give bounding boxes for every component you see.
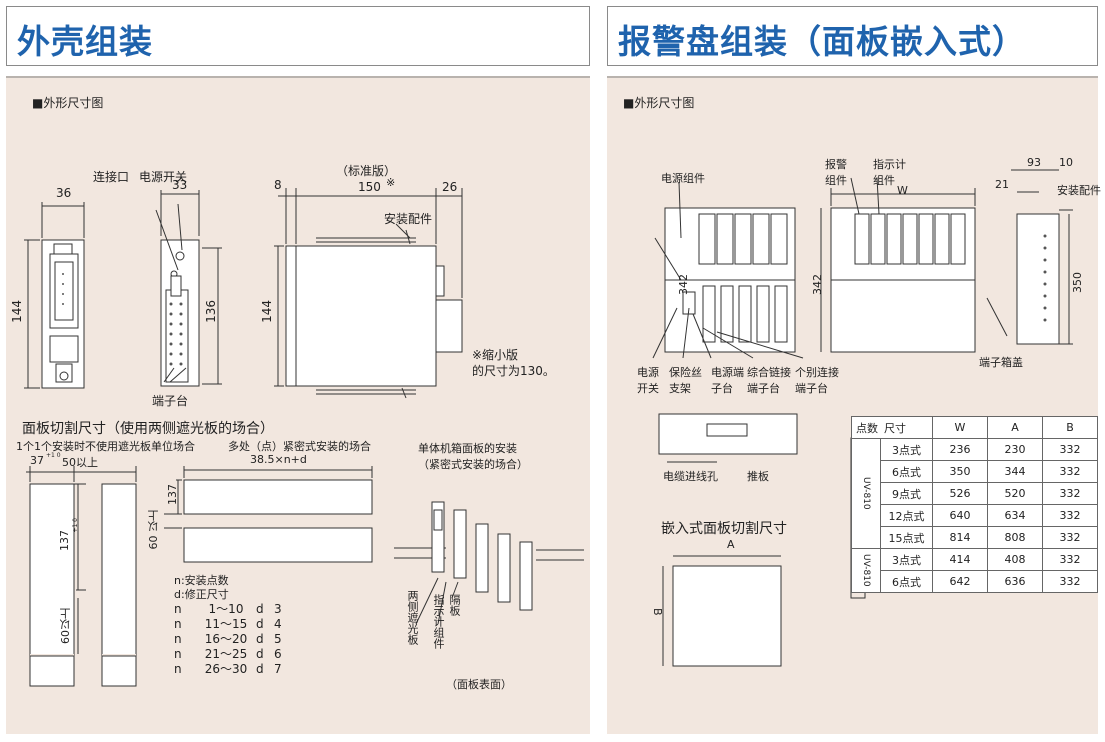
dim-60b: 60 以上 [147,510,160,550]
dim-93: 93 [1027,156,1041,169]
left-body: ■外形尺寸图 [6,76,590,734]
left-section-title: ■外形尺寸图 [32,96,104,110]
dim-60: 60以上 [59,608,72,644]
cable-hole-label: 电缆进线孔 [663,470,718,483]
dim-37: 37 [30,454,44,467]
right-panel: 报警盘组装（面板嵌入式） ■外形尺寸图 [607,6,1101,734]
dim-50: 50以上 [62,456,98,469]
indicator-unit-r-label: 指示计组件 [873,158,906,187]
panel-surface-label: （面板表面） [446,678,512,691]
left-panel: 外壳组装 ■外形尺寸图 [6,6,590,734]
fuse-holder-label: 保险丝支架 [669,366,702,395]
dim-137: 137 [58,530,71,551]
cut-A: A [727,538,735,551]
term-cover-label: 端子箱盖 [979,356,1023,369]
group-uv810-b: UV-810 [851,548,881,593]
dim-136: 136 [204,300,218,323]
right-title: 报警盘组装（面板嵌入式） [618,22,1026,61]
spec-header-row: 点数尺寸 W A B [851,416,1098,439]
mount-label: 安装配件 [1057,184,1101,197]
spec-header-A: A [987,416,1043,439]
indicator-unit-label: 指示计组件 [432,594,445,649]
power-switch-label: 电源开关 [139,170,188,184]
dim-36: 36 [56,186,72,200]
group-uv810-a: UV-810 [851,438,881,549]
dim-W: W [897,184,908,197]
push-plate-label: 推板 [747,470,769,483]
dim-342-a: 342 [677,274,690,295]
cutout-r-title: 嵌入式面板切割尺寸 [661,521,787,537]
cut-B: B [651,608,664,616]
comb-term-label: 综合链接端子台 [747,366,791,395]
right-section-title: ■外形尺寸图 [623,96,695,110]
ind-term-label: 个别连接端子台 [795,366,839,395]
note-line2: 的尺寸为130。 [472,364,555,378]
partition-label: 隔板 [448,594,461,616]
right-drawing [652,169,1073,667]
dim-21: 21 [995,178,1009,191]
legend-d: d:修正尺寸 [174,588,229,601]
cutout-sub2: 多处（点）紧密式安装的场合 [228,440,371,453]
spec-header-W: W [932,416,988,439]
legend-n: n:安装点数 [174,574,229,587]
dim-144-side: 144 [260,300,274,323]
dim-385: 38.5×n+d [250,453,307,466]
standard-label: （标准版） [336,164,397,178]
terminal-block-label: 端子台 [152,394,189,408]
left-header: 外壳组装 [6,6,590,66]
dim-37-tol: +1 0 [46,452,61,459]
cutout-sub1: 1个1个安装时不使用遮光板单位场合 [16,440,195,453]
dim-10: 10 [1059,156,1073,169]
dim-137-tol: +1 0 [72,518,79,533]
dim-150: 150 [358,180,381,194]
power-term-label: 电源端子台 [711,366,744,395]
dim-144-front: 144 [10,300,24,323]
dim-8: 8 [274,178,282,192]
mount-part-label: 安装配件 [384,212,433,226]
power-sw-label: 电源开关 [637,366,659,395]
dim-26: 26 [442,180,458,194]
spec-header-corner: 点数尺寸 [851,416,933,439]
dim-star: ※ [386,176,396,189]
dim-342-b: 342 [811,274,824,295]
dim-33: 33 [172,178,188,192]
spec-header-B: B [1042,416,1098,439]
dim-350: 350 [1071,272,1084,293]
single-title1: 单体机箱面板的安装 [418,442,517,455]
alarm-unit-label: 报警组件 [825,158,847,187]
single-title2: （紧密式安装的场合） [418,458,528,471]
shade-plate-label: 两侧遮光板 [406,590,419,645]
left-drawing [24,188,584,687]
right-header: 报警盘组装（面板嵌入式） [607,6,1098,66]
power-unit-label: 电源组件 [661,172,705,185]
cutout-title: 面板切割尺寸（使用两侧遮光板的场合） [22,421,274,437]
dim-137b: 137 [166,484,179,505]
left-title: 外壳组装 [17,22,153,61]
right-body: ■外形尺寸图 [607,76,1101,734]
note-line1: ※缩小版 [472,348,519,362]
connector-label: 连接口 [93,170,130,184]
